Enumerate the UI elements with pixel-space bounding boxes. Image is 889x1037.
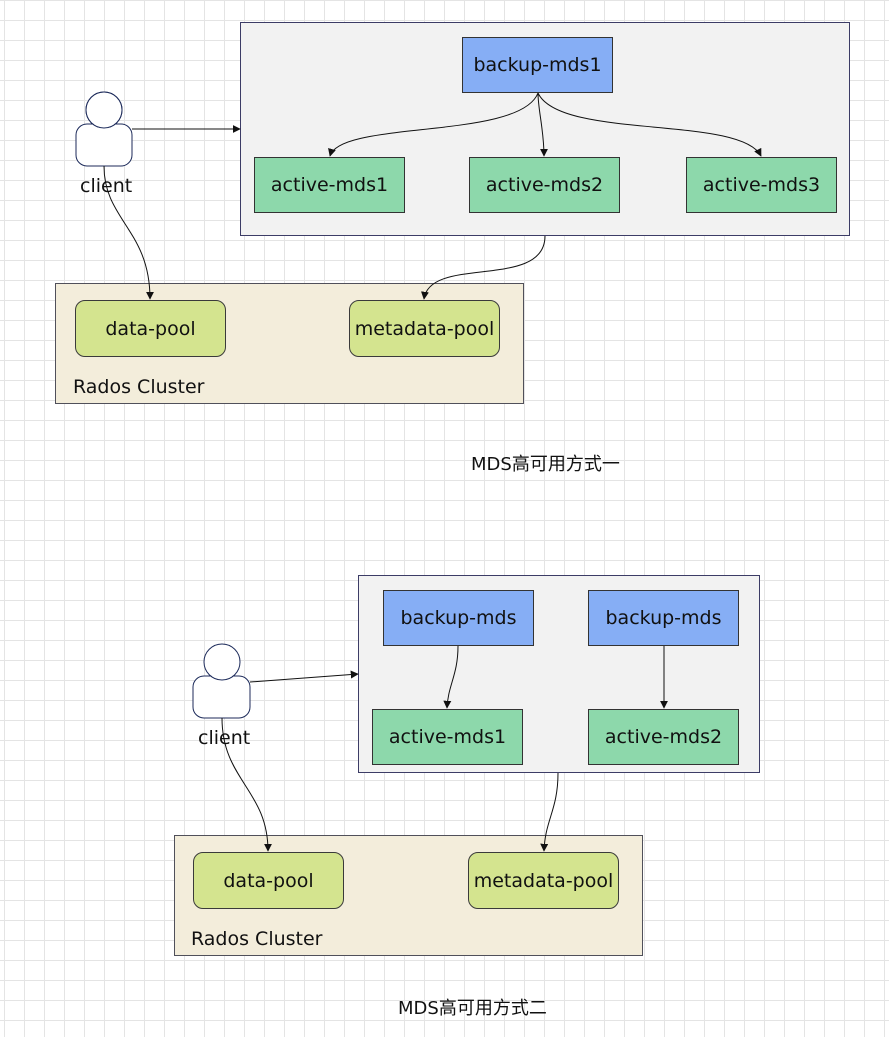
metadata-pool-node[interactable]: metadata-pool xyxy=(468,852,619,909)
diagram-caption: MDS高可用方式二 xyxy=(398,998,547,1019)
backup-mds1-label: backup-mds1 xyxy=(473,54,602,76)
rados-cluster-label: Rados Cluster xyxy=(73,376,205,398)
backup-mds1-node[interactable]: backup-mds1 xyxy=(462,37,613,93)
diagram-caption: MDS高可用方式一 xyxy=(471,454,620,475)
client-to-data-pool-arrow xyxy=(221,717,272,852)
active-mds2-label: active-mds2 xyxy=(604,726,723,748)
active-mds1-label: active-mds1 xyxy=(270,174,389,196)
metadata-pool-node[interactable]: metadata-pool xyxy=(349,300,500,357)
backup-mds-label: backup-mds xyxy=(400,607,517,629)
metadata-pool-label: metadata-pool xyxy=(354,317,495,340)
backup-to-active-mds2-arrow xyxy=(537,92,548,157)
data-pool-node[interactable]: data-pool xyxy=(193,852,344,909)
client-user-icon[interactable] xyxy=(75,91,133,167)
data-pool-node[interactable]: data-pool xyxy=(75,300,226,357)
metadata-pool-label: metadata-pool xyxy=(473,869,614,892)
data-pool-label: data-pool xyxy=(105,317,196,340)
client-user-icon[interactable] xyxy=(192,643,251,719)
backup-to-active-mds1-arrow xyxy=(328,92,539,157)
client-to-mds-group-arrow xyxy=(249,670,359,683)
rados-cluster-label: Rados Cluster xyxy=(191,928,323,950)
active-mds3-node[interactable]: active-mds3 xyxy=(686,157,837,213)
backup-mds-node[interactable]: backup-mds xyxy=(383,590,534,646)
active-mds2-node[interactable]: active-mds2 xyxy=(588,709,739,765)
active-mds1-node[interactable]: active-mds1 xyxy=(372,709,523,765)
data-pool-label: data-pool xyxy=(223,869,314,892)
active-mds2-node[interactable]: active-mds2 xyxy=(469,157,620,213)
backup-mds-label: backup-mds xyxy=(605,607,722,629)
active-mds1-node[interactable]: active-mds1 xyxy=(254,157,405,213)
active-mds1-label: active-mds1 xyxy=(388,726,507,748)
backup-to-active-mds3-arrow xyxy=(537,92,762,157)
backup-to-active-mds1-arrow xyxy=(443,645,459,709)
backup-mds-node[interactable]: backup-mds xyxy=(588,590,739,646)
active-mds3-label: active-mds3 xyxy=(702,174,821,196)
active-mds2-label: active-mds2 xyxy=(485,174,604,196)
mds-group-to-metadata-pool-arrow xyxy=(540,772,559,852)
mds-group-to-metadata-pool-arrow xyxy=(421,235,546,300)
client-to-data-pool-arrow xyxy=(103,165,154,300)
